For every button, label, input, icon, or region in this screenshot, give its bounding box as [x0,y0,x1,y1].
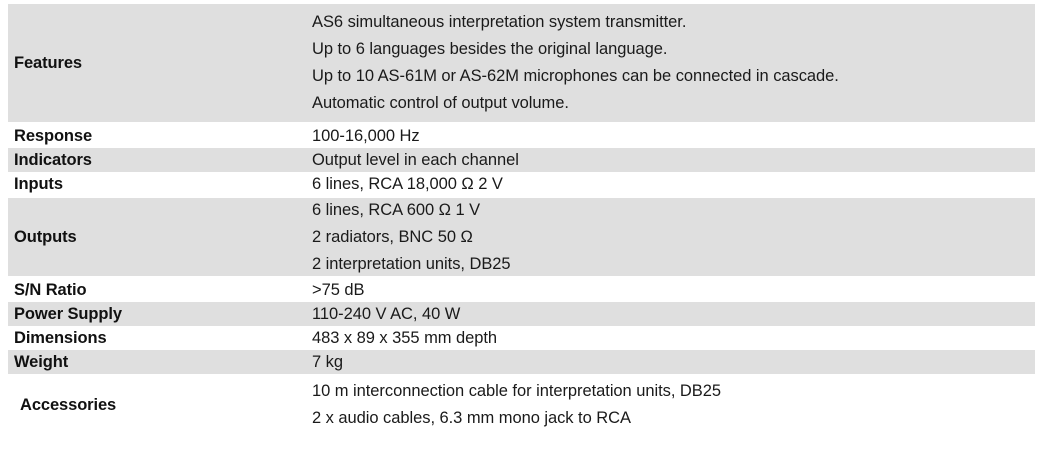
value-line: Up to 6 languages besides the original l… [312,40,668,58]
row-label: Response [14,126,93,145]
table-row: Accessories 10 m interconnection cable f… [8,376,1035,434]
row-label: Power Supply [14,304,122,323]
value-line: 2 x audio cables, 6.3 mm mono jack to RC… [312,409,631,427]
table-row: S/N Ratio >75 dB [8,278,1035,302]
table-row: Weight 7 kg [8,350,1035,374]
table-row: Features AS6 simultaneous interpretation… [8,4,1035,122]
value-line: 2 radiators, BNC 50 Ω [312,227,473,246]
row-value: 100-16,000 Hz [312,123,1035,150]
row-value: 110-240 V AC, 40 W [312,301,1035,328]
value-line: Up to 10 AS-61M or AS-62M microphones ca… [312,67,839,85]
row-value: >75 dB [312,277,1035,304]
value-line: 483 x 89 x 355 mm depth [312,328,498,347]
row-label: S/N Ratio [14,280,87,299]
value-line: 2 interpretation units, DB25 [312,254,511,273]
value-line: Automatic control of output volume. [312,94,569,112]
value-line: 6 lines, RCA 18,000 Ω 2 V [312,174,503,193]
row-value: 10 m interconnection cable for interpret… [312,378,1035,432]
row-divider [8,276,1035,278]
table-row: Power Supply 110-240 V AC, 40 W [8,302,1035,326]
value-line: 7 kg [312,352,343,371]
row-divider [8,196,1035,198]
row-value: 7 kg [312,349,1035,376]
table-row: Inputs 6 lines, RCA 18,000 Ω 2 V [8,172,1035,196]
value-line: AS6 simultaneous interpretation system t… [312,13,687,31]
row-value: Output level in each channel [312,147,1035,174]
row-value: 6 lines, RCA 600 Ω 1 V 2 radiators, BNC … [312,197,1035,278]
row-value: 483 x 89 x 355 mm depth [312,325,1035,352]
row-label: Accessories [20,395,117,414]
row-label: Features [14,53,82,72]
value-line: 10 m interconnection cable for interpret… [312,382,721,400]
table-row: Dimensions 483 x 89 x 355 mm depth [8,326,1035,350]
table-row: Outputs 6 lines, RCA 600 Ω 1 V 2 radiato… [8,198,1035,276]
value-line: 110-240 V AC, 40 W [312,304,461,323]
row-label: Indicators [14,150,92,169]
value-line: >75 dB [312,280,365,299]
row-value: 6 lines, RCA 18,000 Ω 2 V [312,171,1035,198]
row-divider [8,122,1035,124]
value-line: 6 lines, RCA 600 Ω 1 V [312,200,481,219]
value-line: 100-16,000 Hz [312,126,420,145]
row-value: AS6 simultaneous interpretation system t… [312,9,1035,117]
row-label: Dimensions [14,328,107,347]
row-divider [8,374,1035,376]
table-row: Indicators Output level in each channel [8,148,1035,172]
table-row: Response 100-16,000 Hz [8,124,1035,148]
value-line: Output level in each channel [312,150,519,169]
row-label: Weight [14,352,69,371]
row-label: Inputs [14,174,63,193]
row-label: Outputs [14,227,77,246]
